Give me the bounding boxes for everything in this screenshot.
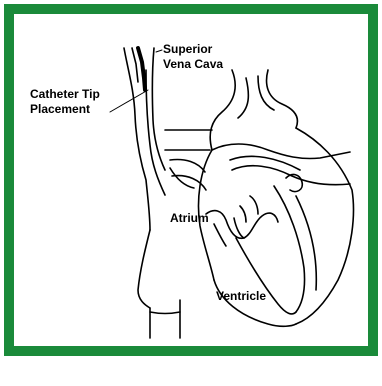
aorta-inner [238,76,274,118]
valve-region [206,211,278,239]
atrium-label: Atrium [170,211,209,225]
svc-leader [156,50,162,52]
ivc-band [150,312,180,314]
ventricle-wall-outer [214,280,296,326]
pulmonary-trunk [212,144,350,159]
atrium-outer-wall [138,230,150,308]
valve-leaflet-2 [240,196,258,222]
pulmonary-inner [230,156,300,170]
ventricle-label: Ventricle [216,289,266,303]
svc-inner-line [146,70,165,195]
svc-label-line1: Superior [163,42,213,56]
svc-label-line2: Vena Cava [163,57,223,71]
catheter-tip-label-line2: Placement [30,102,90,116]
aorta-left [210,70,235,150]
left-vessel-top [165,130,212,150]
catheter-tip-label-line1: Catheter Tip [30,87,100,101]
aorta-right [267,70,298,128]
catheter-outer [132,48,138,82]
catheter [138,48,145,90]
valve-leaflet-1 [214,218,244,246]
catheter-tip-leader [110,90,148,112]
